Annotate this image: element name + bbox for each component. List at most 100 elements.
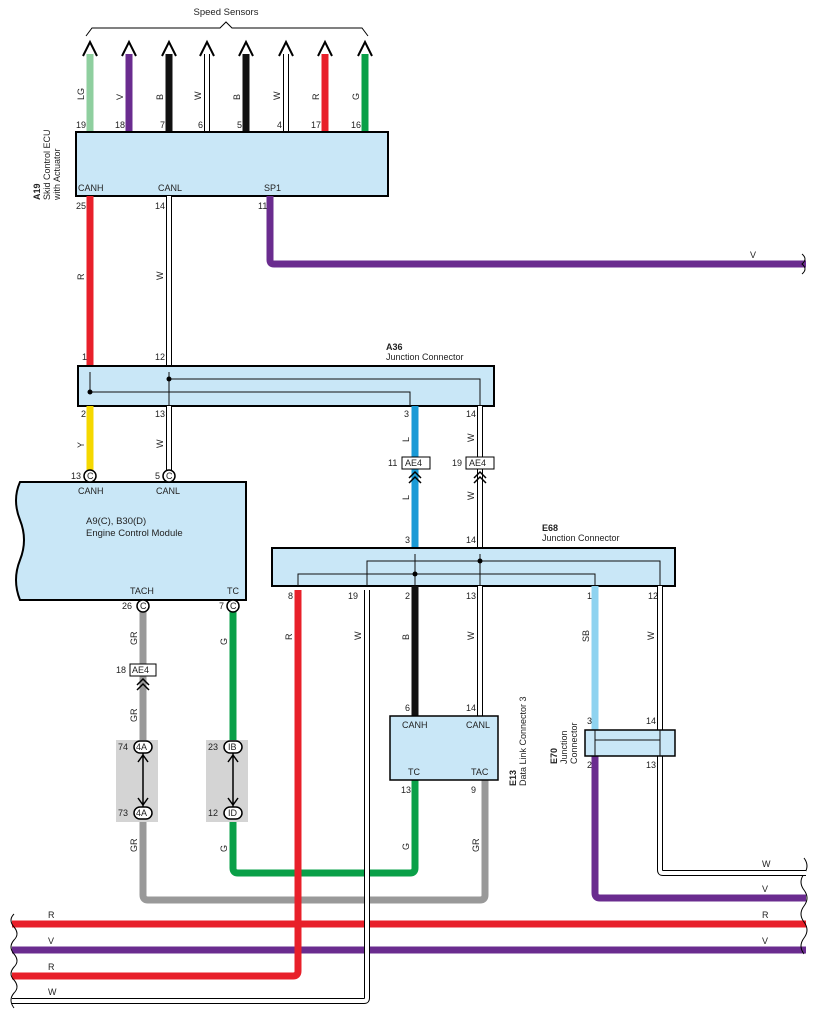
ae4-connector-11-pin: 11 <box>388 458 397 468</box>
inline-connector-4a-bottom-label: 4A <box>136 808 147 818</box>
e70-pin-14: 14 <box>646 716 656 726</box>
e68-splice-canh <box>412 571 418 577</box>
inline-connector-4a-top-label: 4A <box>136 742 147 752</box>
bus-white <box>12 590 369 1003</box>
wire-ecm-tach-gray <box>139 605 489 904</box>
e68-wire-label-b: B <box>401 634 411 640</box>
a19-name-line2: with Actuator <box>52 148 62 201</box>
a36-name: Junction Connector <box>386 352 464 362</box>
a19-id: A19 <box>32 183 42 200</box>
e13-pin-canl: 14 <box>466 703 476 713</box>
ae4-connector-19-pin: 19 <box>452 458 462 468</box>
inline-connector-id-bottom-label: ID <box>228 808 238 818</box>
inline-connector-4a-top[interactable]: 4A 74 <box>118 740 153 754</box>
bus-left-label-v: V <box>48 936 54 946</box>
ae4-wire-label-w: W <box>466 491 476 500</box>
ecm-pin-canh: 13 <box>71 471 81 481</box>
ae4-connector-11[interactable]: AE4 11 <box>388 456 431 484</box>
bus-left-label-w: W <box>48 987 57 997</box>
tach-wire-label-below-ae4: GR <box>129 708 139 722</box>
a19-skid-control-ecu-box[interactable] <box>75 131 389 197</box>
speed-sensor-color-code: W <box>272 91 282 100</box>
ae4-connector-18-chevron <box>136 677 150 691</box>
a36-splice-canl <box>166 376 172 382</box>
e68-pin-1: 1 <box>587 591 592 601</box>
a19-terminal-canh: CANH <box>78 183 104 193</box>
ecm-box[interactable] <box>15 481 247 601</box>
a36-pin-14: 14 <box>466 409 476 419</box>
inline-connector-id-bottom[interactable]: ID 12 <box>208 806 243 820</box>
e68-pin-12: 12 <box>648 591 658 601</box>
ae4-connector-19[interactable]: AE4 19 <box>452 456 495 484</box>
ecm-connector-tc-letter: C <box>230 601 237 611</box>
e13-pin-canh: 6 <box>405 703 410 713</box>
bus-right-label-r1: R <box>762 910 769 920</box>
speed-sensor-wire-2: V18FL− <box>115 39 137 146</box>
inline-connector-ib-top[interactable]: IB 23 <box>208 740 243 754</box>
ecm-wire-label-tach: GR <box>129 631 139 645</box>
e13-terminal-tac: TAC <box>471 767 489 777</box>
ecm-connector-tc[interactable]: C <box>226 599 240 613</box>
ae4-connector-11-chevron <box>408 470 422 484</box>
e70-bus-label-w: W <box>762 859 771 869</box>
e13-data-link-connector-box[interactable] <box>389 715 499 781</box>
speed-sensor-color-code: B <box>232 94 242 100</box>
e68-wire-label-r: R <box>284 633 294 640</box>
e68-wire-label-w13: W <box>466 631 476 640</box>
speed-sensor-arrow-icon <box>199 39 215 57</box>
speed-sensor-color-code: B <box>155 94 165 100</box>
speed-sensor-arrow-icon <box>161 39 177 57</box>
ae4-connector-11-label: AE4 <box>405 458 422 468</box>
e68-junction-connector-box[interactable] <box>271 547 676 587</box>
e70-pin-13: 13 <box>646 760 656 770</box>
e68-pin-8: 8 <box>288 591 293 601</box>
e70-name-line1: Junction <box>559 730 569 764</box>
ecm-connector-canh[interactable]: C <box>83 469 97 483</box>
speed-sensor-pin: 5 <box>237 120 242 130</box>
a36-pin-2: 2 <box>81 409 86 419</box>
inline-connector-4a-link <box>137 753 149 807</box>
ecm-connector-canl[interactable]: C <box>162 469 176 483</box>
ecm-connector-tach[interactable]: C <box>136 599 150 613</box>
speed-sensor-arrow-icon <box>278 39 294 57</box>
a19-name-line1: Skid Control ECU <box>42 129 52 200</box>
inline-connector-id-bottom-pin: 12 <box>208 808 218 818</box>
bus-left-break <box>10 913 18 1009</box>
e13-terminal-canl: CANL <box>466 720 490 730</box>
inline-4a-wire-label: GR <box>129 838 139 852</box>
a36-junction-connector-box[interactable] <box>77 365 495 407</box>
ecm-pin-tach: 26 <box>122 601 132 611</box>
speed-sensor-color-code: R <box>311 93 321 100</box>
e68-pin-13: 13 <box>466 591 476 601</box>
inline-connector-ib-top-label: IB <box>228 742 237 752</box>
a19-wire-label-canh: R <box>76 273 86 280</box>
a36-pin-13: 13 <box>155 409 165 419</box>
e68-pin-3: 3 <box>405 535 410 545</box>
speed-sensor-arrow-icon <box>121 39 137 57</box>
bus-red-2 <box>12 590 302 980</box>
ae4-connector-19-chevron <box>473 470 487 484</box>
speed-sensor-pin: 19 <box>76 120 86 130</box>
ecm-terminal-canl: CANL <box>156 486 180 496</box>
speed-sensor-arrow-icon <box>238 39 254 57</box>
e68-pin-14: 14 <box>466 535 476 545</box>
bus-left-label-r2: R <box>48 962 55 972</box>
e13-pin-tac: 9 <box>471 785 476 795</box>
inline-connector-4a-top-pin: 74 <box>118 742 128 752</box>
speed-sensor-wire-7: R17RR+ <box>311 39 334 146</box>
e68-internal-bus-canl <box>366 560 481 586</box>
e70-pin-3: 3 <box>587 716 592 726</box>
ae4-connector-18-pin: 18 <box>116 665 126 675</box>
inline-connector-4a-bottom[interactable]: 4A 73 <box>118 806 153 820</box>
wire-ecm-tc-green <box>229 605 419 877</box>
a19-terminal-sp1: SP1 <box>264 183 281 193</box>
a19-pin-canh: 25 <box>76 201 86 211</box>
speed-sensor-color-code: V <box>115 94 125 100</box>
ae4-connector-18[interactable]: AE4 18 <box>116 663 157 691</box>
e70-pin-2: 2 <box>587 760 592 770</box>
e68-wire-label-w19: W <box>353 631 363 640</box>
e70-junction-connector-box[interactable] <box>584 729 676 757</box>
e13-terminal-canh: CANH <box>402 720 428 730</box>
speed-sensor-wire-5: B5RL+ <box>232 39 254 146</box>
